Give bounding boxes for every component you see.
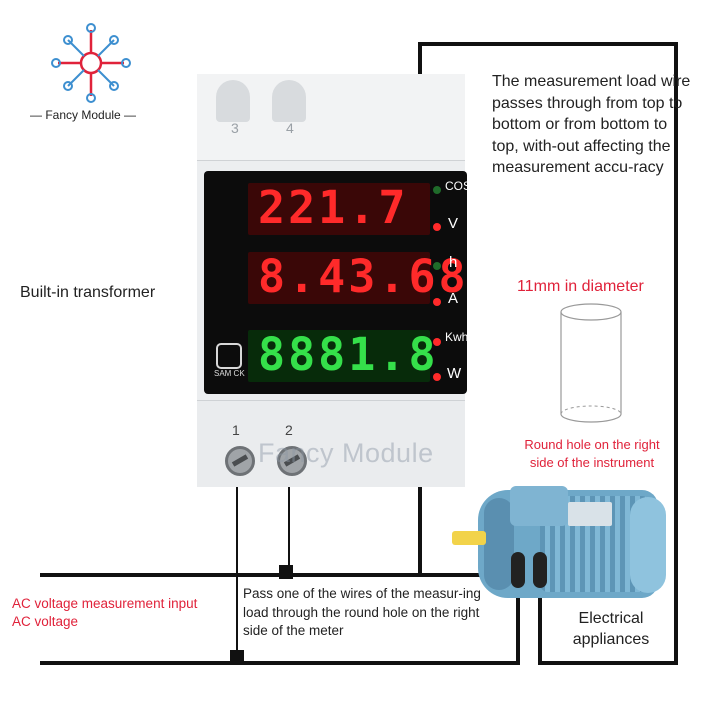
terminal-2-screw <box>277 446 307 476</box>
diameter-label: 11mm in diameter <box>517 278 644 295</box>
terminal-3-label: 3 <box>231 120 239 136</box>
motor-end-cap <box>630 497 666 593</box>
motor-shaft <box>452 531 486 545</box>
motor-cable-2 <box>533 552 547 588</box>
kwh-unit: Kwh <box>445 330 469 344</box>
set-button[interactable] <box>216 343 242 369</box>
power-unit: W <box>447 365 462 382</box>
current-unit: A <box>448 290 459 307</box>
terminal-4-label: 4 <box>286 120 294 136</box>
watermark: Fancy Module <box>258 438 434 468</box>
terminal-1-screw <box>225 446 255 476</box>
ac-voltage-label: AC voltage <box>12 614 79 629</box>
appliance-label: Electrical appliances <box>572 610 650 648</box>
motor-terminal-box <box>510 486 568 526</box>
voltage-readout: 221.7 <box>248 183 430 235</box>
kwh-led <box>433 338 441 346</box>
terminal-1-label: 1 <box>232 422 240 438</box>
motor-front-face <box>484 498 514 590</box>
hole-label: Round hole on the right side of the inst… <box>524 437 660 470</box>
ac-wire-to-appliance <box>40 578 520 665</box>
ac-measurement-label: AC voltage measurement input <box>12 596 198 611</box>
set-button-label: SAM CK <box>214 369 245 378</box>
power-readout: 8881.8 <box>248 330 436 382</box>
power-led <box>433 373 441 381</box>
motor-nameplate <box>568 502 612 526</box>
cosphi-unit: COSφ <box>445 179 479 193</box>
pass-wire-label: Pass one of the wires of the measur-ing … <box>243 586 481 638</box>
current-readout: 8.43.68 <box>248 252 466 304</box>
hours-led <box>433 262 441 270</box>
junction-dot-2 <box>230 650 244 664</box>
round-hole-cylinder-icon <box>560 303 622 423</box>
current-led <box>433 298 441 306</box>
brand-name: — Fancy Module — <box>30 108 137 122</box>
measurement-note: The measurement load wire passes through… <box>492 73 691 176</box>
top-slot-4 <box>272 80 306 122</box>
terminal-2-label: 2 <box>285 422 293 438</box>
voltage-unit: V <box>448 215 459 232</box>
transformer-label: Built-in transformer <box>20 284 156 301</box>
hours-unit: h <box>449 254 458 271</box>
junction-dot-1 <box>279 565 293 579</box>
top-slot-3 <box>216 80 250 122</box>
cosphi-led <box>433 186 441 194</box>
motor-cable-1 <box>511 552 525 588</box>
voltage-led <box>433 223 441 231</box>
fancy-module-logo-icon <box>51 23 131 103</box>
